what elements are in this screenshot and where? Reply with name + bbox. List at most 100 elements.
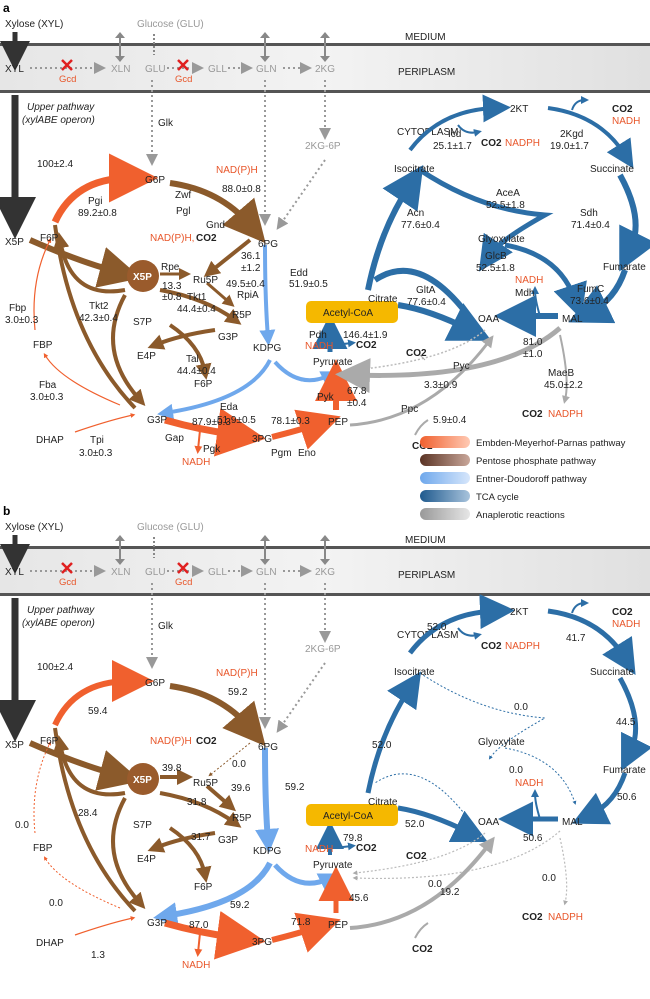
gap-nadh-arrow: [194, 932, 203, 957]
2kt-node: 2KT: [510, 104, 528, 115]
nadh-pdh: NADH: [305, 341, 333, 352]
mal-node: MAL: [562, 314, 583, 325]
tkt1-flux: 31.8: [187, 797, 207, 808]
pgi-arrow: [52, 660, 154, 727]
sdh-arrow: [617, 173, 650, 272]
fbp-node: FBP: [33, 340, 53, 351]
acea-flux: 0.0: [514, 702, 528, 713]
mdh-nadh-arrow: [531, 286, 541, 317]
nadh-mdh: NADH: [515, 275, 543, 286]
periplasm-label: PERIPLASM: [398, 67, 455, 78]
s7p-node: S7P: [133, 820, 152, 831]
tkt2-arrow-g3p: [111, 797, 146, 909]
gap-flux: 87.0: [189, 920, 209, 931]
f6p-g3p-arc: [53, 224, 137, 410]
ppc-label: Ppc: [401, 404, 418, 415]
pyc-flux: 3.3±0.9: [424, 380, 458, 391]
glucose-label: Glucose (GLU): [137, 19, 204, 30]
acn-arrow: [365, 671, 422, 794]
acn-flux: 52.0: [372, 740, 392, 751]
gll-node: GLL: [208, 567, 227, 578]
glta-arrow: [397, 805, 488, 842]
tkt2-flux: 28.4: [78, 808, 98, 819]
acea-arrow: [418, 167, 554, 272]
fbp-arrow: [33, 237, 52, 331]
e4p-node: E4P: [137, 854, 156, 865]
rpe-flux: 13.3: [162, 281, 182, 292]
x5p-hub-circle: [127, 260, 159, 292]
nadph-maeb: NADPH: [548, 409, 583, 420]
tkt2-arrow-f6p: [53, 735, 126, 797]
sdh-arrow: [617, 676, 650, 771]
co2-pdh: CO2: [356, 843, 377, 854]
glcb-flux: 52.5±1.8: [476, 263, 515, 274]
fumarate-node: Fumarate: [603, 765, 646, 776]
pyc-arrow: [352, 329, 486, 373]
gnd-arrow: [203, 238, 252, 277]
maeb-arrow: [352, 830, 561, 881]
maeb-flux: 45.0±2.2: [544, 380, 583, 391]
co2-gnd: CO2: [196, 736, 217, 747]
acn-arrow: [365, 165, 424, 291]
glcb-arrow: [504, 747, 577, 805]
sdh-flux: 71.4±0.4: [571, 220, 610, 231]
ppc-co2-arrow: [414, 419, 429, 436]
nadh-gap: NADH: [182, 457, 210, 468]
maeb-label: MaeB: [548, 368, 574, 379]
acn-flux: 77.6±0.4: [401, 220, 440, 231]
pdh-co2-arrow: [333, 339, 356, 348]
f6p-node: F6P: [40, 736, 59, 747]
kdpg-node: KDPG: [253, 343, 282, 354]
tal-flux: 44.4±0.4: [177, 366, 216, 377]
maeb-arrow: [335, 326, 562, 394]
fumc-arrow: [568, 268, 628, 324]
legend-ana: Anaplerotic reactions: [476, 510, 565, 521]
pgi-flux: 59.4: [88, 706, 108, 717]
legend: Embden-Meyerhof-Parnas pathway Pentose p…: [420, 436, 626, 521]
dhap-node: DHAP: [36, 938, 64, 949]
gll-node: GLL: [208, 64, 227, 75]
edd-arrow: [259, 244, 276, 346]
nadh-pdh: NADH: [305, 844, 333, 855]
kgd-label: 2Kgd: [560, 129, 583, 140]
icd-co2-arrow: [457, 627, 482, 640]
co2-gnd: CO2: [196, 233, 217, 244]
glk-label: Glk: [158, 118, 174, 129]
legend-ppp: Pentose phosphate pathway: [476, 456, 596, 467]
nadph-zwf: NAD(P)H: [216, 668, 258, 679]
upper-pathway-label: Upper pathway: [27, 605, 95, 616]
gcd-knockout-2: Gcd: [175, 562, 192, 588]
maeb-co2-arrow: [559, 334, 570, 404]
kdpg-node: KDPG: [253, 846, 282, 857]
pyc-arrow: [352, 832, 486, 876]
glucose-dashed-paths: [146, 80, 331, 230]
upper-pathway-label: Upper pathway: [27, 102, 95, 113]
gln-node: GLN: [256, 64, 277, 75]
co2-ppc: CO2: [412, 944, 433, 955]
zwf-arrow: [169, 180, 266, 244]
maeb-co2-arrow: [559, 837, 568, 906]
acea-arrow: [419, 672, 547, 760]
eda-arrow-g3p: [157, 359, 272, 420]
eda-label: Eda: [220, 402, 238, 413]
isocitrate-node: Isocitrate: [394, 667, 435, 678]
g3p-node: G3P: [147, 415, 167, 426]
rpia-flux: 39.6: [231, 783, 251, 794]
icd-co2-arrow: [457, 124, 482, 137]
r5p-node: R5P: [232, 310, 252, 321]
tpi-flux: 1.3: [91, 950, 105, 961]
g3p-ppp-node: G3P: [218, 332, 238, 343]
f6p-ppp-node: F6P: [194, 379, 213, 390]
ppc-flux: 19.2: [440, 887, 460, 898]
rpia-label: RpiA: [237, 290, 259, 301]
tkt1-label: Tkt1: [187, 292, 207, 303]
upper-flux: 100±2.4: [37, 159, 74, 170]
fba-label: Fba: [39, 380, 57, 391]
gnd-flux: 0.0: [232, 759, 246, 770]
tpi-arrow: [74, 916, 136, 936]
xln-node: XLN: [111, 567, 130, 578]
3pg-node: 3PG: [252, 434, 272, 445]
tkt1-arrow: [159, 288, 242, 325]
6pg-node: 6PG: [258, 742, 278, 753]
